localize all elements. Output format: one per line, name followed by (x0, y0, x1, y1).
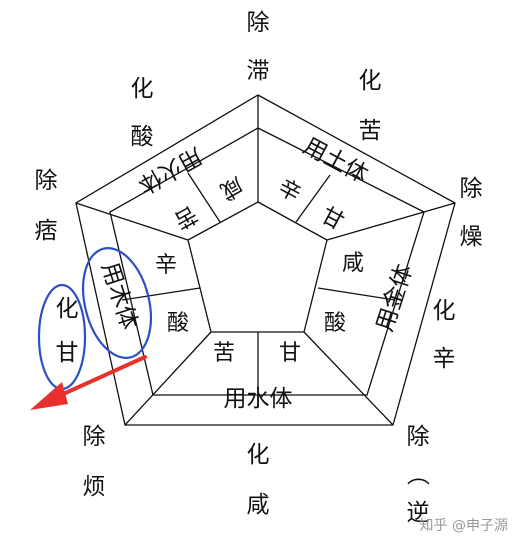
cell-right-b: 酸 (324, 311, 346, 336)
label-bottom-left-2: 烦 (83, 474, 106, 500)
subdivider-right (317, 287, 396, 301)
cell-upper-right-b: 甘 (317, 203, 348, 235)
label-top-1: 除 (247, 10, 270, 36)
cell-upper-left-a: 苦 (170, 200, 201, 233)
divider-bottom-right (303, 331, 394, 426)
subdivider-left (121, 287, 201, 301)
label-bottom-right-3: 逆 (407, 500, 430, 526)
cell-left-b: 酸 (167, 311, 189, 336)
red-arrow-shaft (48, 355, 147, 402)
cell-upper-right-a: 辛 (274, 175, 305, 207)
red-arrow-head (30, 382, 68, 410)
divider-right (326, 202, 456, 241)
label-left-mid-2: 甘 (56, 340, 79, 366)
label-upper-left-2: 酸 (131, 124, 154, 150)
label-right-mid-1: 化 (433, 298, 456, 324)
cell-right-a: 咸 (342, 251, 364, 276)
divider-bottom-left (124, 331, 212, 426)
label-bottom-left-1: 除 (83, 424, 106, 450)
divider-left (75, 202, 189, 241)
watermark-text: 知乎 @申子源 (420, 517, 508, 534)
label-top-2: 滞 (247, 58, 270, 84)
label-bottom-mid-1: 化 (247, 442, 270, 468)
subdivider-upper-right (295, 174, 331, 223)
middle-pentagon (109, 127, 425, 396)
label-bottom-right-1: 除 (407, 424, 430, 450)
label-left-top-2: 痞 (35, 218, 58, 244)
label-bottom-right-2: （ (404, 463, 430, 486)
cell-left-a: 辛 (155, 253, 177, 278)
inner-pentagon (187, 201, 328, 333)
outer-pentagon (75, 94, 456, 426)
label-upper-right-2: 苦 (359, 118, 382, 144)
ring-upper-left: 用火体 (134, 142, 207, 198)
highlight-ellipse-wood (82, 247, 152, 359)
label-left-mid-1: 化 (56, 296, 79, 322)
label-bottom-mid-2: 咸 (247, 492, 270, 518)
label-left-top-1: 除 (35, 168, 58, 194)
label-right-mid-2: 辛 (433, 346, 456, 372)
cell-upper-left-b: 咸 (216, 171, 247, 204)
cell-bottom-b: 甘 (279, 341, 301, 366)
cell-bottom-a: 苦 (213, 341, 235, 366)
ring-bottom: 用水体 (224, 386, 293, 412)
subdivider-upper-left (187, 172, 221, 223)
label-upper-right-1: 化 (359, 68, 382, 94)
label-right-top-2: 燥 (460, 224, 483, 250)
label-right-top-1: 除 (460, 176, 483, 202)
label-upper-left-1: 化 (131, 76, 154, 102)
